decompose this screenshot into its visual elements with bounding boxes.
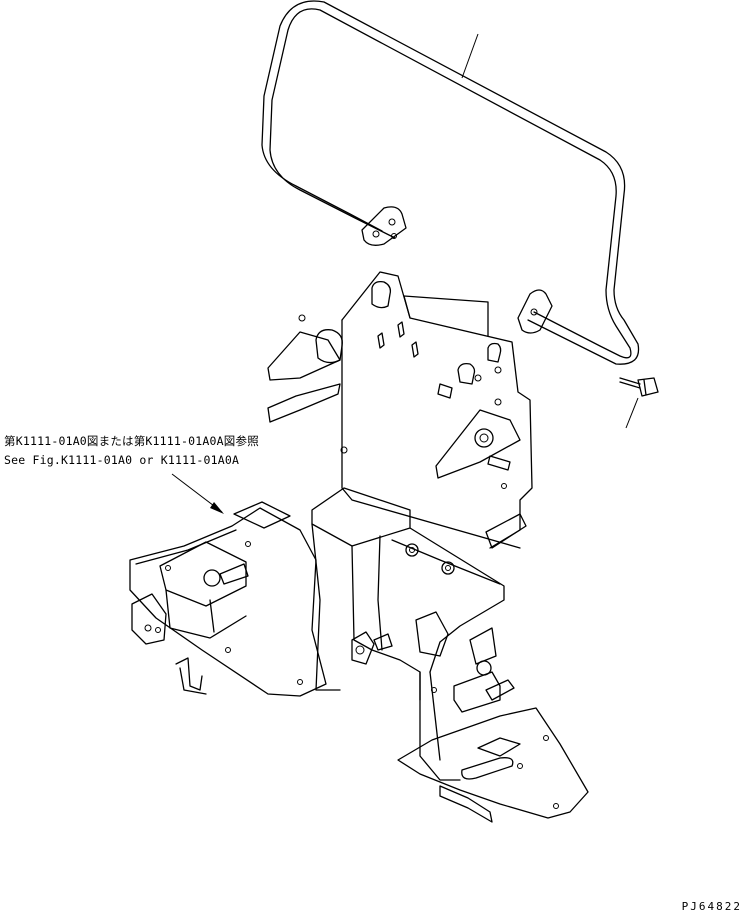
bolt-leader-line [625, 397, 639, 429]
reference-note-english: See Fig.K1111-01A0 or K1111-01A0A [4, 453, 240, 467]
flange-bolt [619, 377, 659, 397]
upper-bracket [267, 271, 533, 549]
console-body [311, 487, 505, 701]
handrail-leader-line [461, 33, 479, 79]
reference-arrow [171, 473, 224, 514]
right-floor-plate [397, 660, 589, 823]
left-floor-plate [129, 501, 327, 697]
reference-note-japanese: 第K1111-01A0図または第K1111-01A0A図参照 [4, 434, 259, 448]
handrail [261, 0, 640, 365]
drawing-code: PJ64822 [681, 900, 742, 913]
